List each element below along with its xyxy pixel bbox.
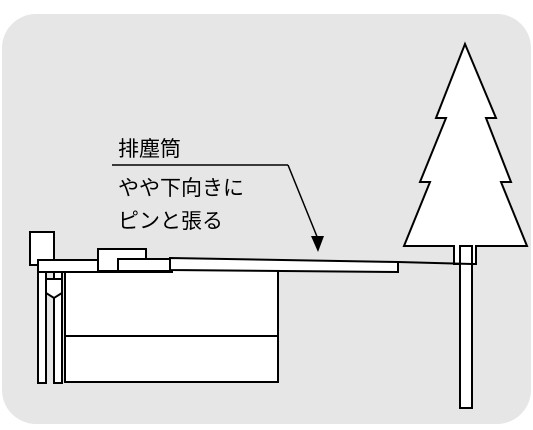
instruction-line-1: やや下向きに xyxy=(118,176,244,200)
tension-rope xyxy=(397,261,473,265)
instruction-line-2: ピンと張る xyxy=(118,209,223,233)
machine-top-plate xyxy=(37,248,173,273)
part-name-label: 排塵筒 xyxy=(118,137,181,161)
label-leader xyxy=(112,164,321,245)
machine-body xyxy=(64,266,279,383)
arrow-icon xyxy=(311,236,324,252)
exhaust-sheet xyxy=(169,256,399,274)
